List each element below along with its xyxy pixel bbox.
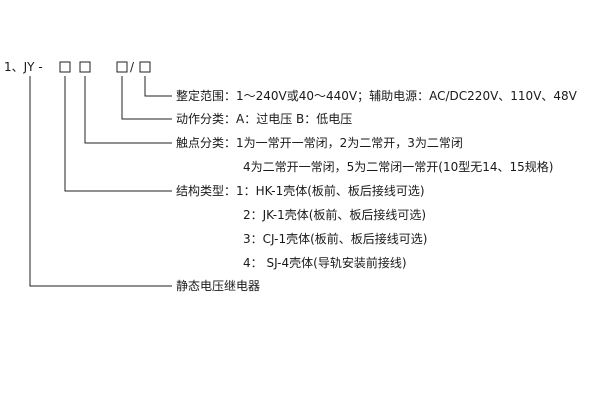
line-structure xyxy=(64,76,172,192)
row-structure-type-4: 4： SJ-4壳体(导轨安装前接线) xyxy=(243,256,407,270)
line-setting xyxy=(144,76,172,97)
code-box-action xyxy=(116,61,128,73)
code-box-setting xyxy=(139,61,151,73)
code-box-structure xyxy=(59,61,71,73)
code-box-contact xyxy=(79,61,91,73)
model-slash: / xyxy=(130,60,135,74)
row-product-name: 静态电压继电器 xyxy=(176,279,261,293)
row-structure-type-2: 2：JK-1壳体(板前、板后接线可选) xyxy=(243,208,427,222)
line-name xyxy=(29,76,172,287)
line-contact xyxy=(84,76,172,144)
row-contact-type-2: 4为二常开一常闭，5为二常闭一常开(10型无14、15规格) xyxy=(243,160,554,174)
row-action-type: 动作分类：A：过电压 B：低电压 xyxy=(176,112,353,126)
line-action xyxy=(121,76,172,120)
model-prefix: 1、JY - xyxy=(4,60,43,74)
row-structure-type-3: 3：CJ-1壳体(板前、板后接线可选) xyxy=(243,232,428,246)
row-structure-type-1: 结构类型：1：HK-1壳体(板前、板后接线可选) xyxy=(176,184,425,198)
row-contact-type-1: 触点分类：1为一常开一常闭，2为二常开，3为二常闭 xyxy=(176,136,463,150)
row-setting-range: 整定范围：1～240V或40～440V；辅助电源：AC/DC220V、110V、… xyxy=(176,89,577,103)
